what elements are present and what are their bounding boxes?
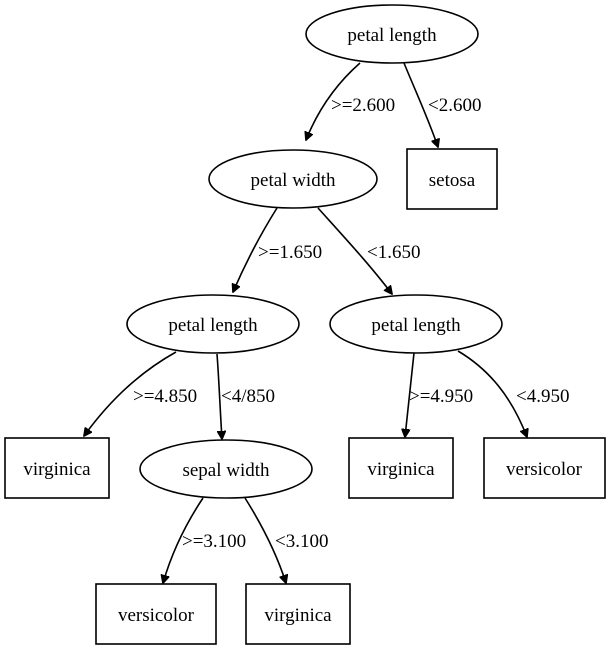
edge-label: <4.950 <box>516 386 569 407</box>
edge-petal-length-to-petal-width: >=2.600 <box>306 62 395 140</box>
edge-petal-length-to-versicolor-right: <4.950 <box>457 350 569 437</box>
node-petal-width: petal width <box>208 149 378 209</box>
node-versicolor-right: versicolor <box>483 437 606 499</box>
edge-petal-length-to-sepal-width: <4/850 <box>216 353 275 439</box>
edge-label: <1.650 <box>367 242 420 263</box>
node-label: versicolor <box>118 605 195 626</box>
edge-petal-length-to-setosa: <2.600 <box>403 62 481 147</box>
node-label: setosa <box>429 170 476 191</box>
edge-label: <4/850 <box>221 386 275 407</box>
node-setosa: setosa <box>406 148 498 210</box>
node-petal-length-left: petal length <box>126 294 300 354</box>
node-label: virginica <box>23 459 91 480</box>
edge-label: >=4.850 <box>133 386 197 407</box>
node-label: petal length <box>347 25 437 46</box>
node-virginica-left: virginica <box>4 437 110 499</box>
node-label: virginica <box>264 605 332 626</box>
node-label: versicolor <box>506 459 583 480</box>
node-virginica-bottom: virginica <box>245 583 351 645</box>
node-sepal-width: sepal width <box>139 439 313 499</box>
edge-label: >=2.600 <box>331 95 395 116</box>
edge-sepal-width-to-virginica: <3.100 <box>244 497 328 583</box>
edge-sepal-width-to-versicolor: >=3.100 <box>163 497 246 583</box>
node-label: petal width <box>251 170 336 191</box>
edge-label: >=3.100 <box>182 531 246 552</box>
node-label: sepal width <box>182 460 270 481</box>
edge-label: <3.100 <box>275 531 328 552</box>
edge-label: <2.600 <box>428 95 481 116</box>
node-petal-length-right: petal length <box>329 294 503 354</box>
node-label: petal length <box>371 315 461 336</box>
node-label: virginica <box>367 459 435 480</box>
edge-petal-length-to-virginica-right: >=4.950 <box>405 352 473 437</box>
edge-label: >=1.650 <box>258 242 322 263</box>
edge-label: >=4.950 <box>409 386 473 407</box>
node-virginica-middle: virginica <box>348 437 454 499</box>
edge-petal-length-to-virginica-left: >=4.850 <box>84 351 197 436</box>
edge-petal-width-to-petal-length-right: <1.650 <box>317 207 420 294</box>
node-versicolor-bottom: versicolor <box>95 583 217 645</box>
node-petal-length-root: petal length <box>305 4 479 64</box>
node-label: petal length <box>168 315 258 336</box>
edge-petal-width-to-petal-length-left: >=1.650 <box>233 207 322 292</box>
